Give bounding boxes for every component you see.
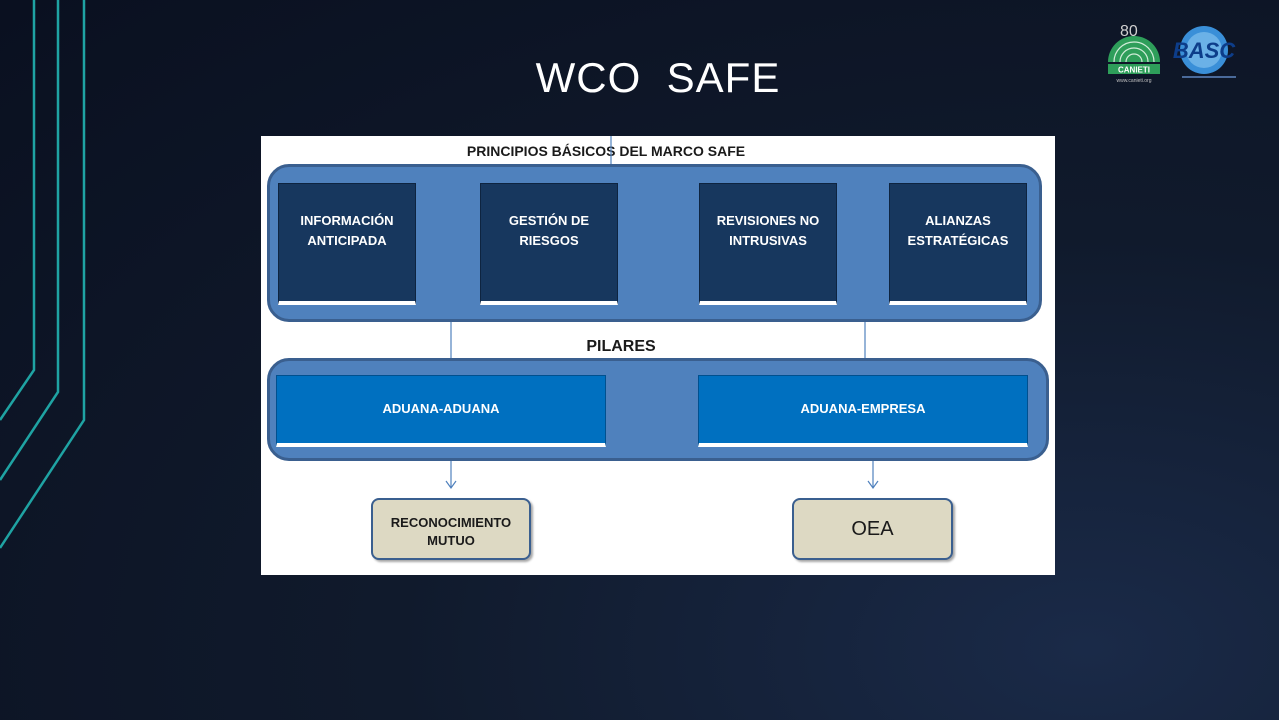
result-line: RECONOCIMIENTO	[390, 515, 512, 530]
slide-title: WCO SAFE	[535, 54, 781, 101]
canieti-url: www.canieti.org	[1116, 78, 1151, 84]
pillars-header: PILARES	[586, 338, 656, 355]
safe-framework-diagram: PRINCIPIOS BÁSICOS DEL MARCO SAFE INFORM…	[261, 136, 1055, 575]
result-box-oea: OEA	[792, 498, 953, 560]
basc-logo: BASC	[1173, 26, 1236, 78]
principle-line: ESTRATÉGICAS	[907, 233, 1009, 248]
basc-text: BASC	[1173, 38, 1236, 63]
canieti-anniversary: 80	[1120, 23, 1138, 40]
principle-box: ALIANZAS ESTRATÉGICAS	[889, 183, 1027, 305]
principle-line: REVISIONES NO	[716, 213, 820, 228]
principle-line: RIESGOS	[519, 233, 579, 248]
principle-line: INTRUSIVAS	[729, 233, 807, 248]
canieti-logo: 80 CANIETI www.canieti.org	[1108, 23, 1160, 84]
principle-line: ANTICIPADA	[307, 233, 387, 248]
principles-header: PRINCIPIOS BÁSICOS DEL MARCO SAFE	[466, 143, 746, 159]
principle-box: INFORMACIÓN ANTICIPADA	[278, 183, 416, 305]
result-box-mutual-recognition: RECONOCIMIENTO MUTUO	[371, 498, 531, 560]
principle-line: INFORMACIÓN	[300, 213, 394, 228]
principle-line: ALIANZAS	[925, 213, 991, 228]
principle-box: GESTIÓN DE RIESGOS	[480, 183, 618, 305]
decorative-lines	[0, 0, 86, 549]
principle-line: GESTIÓN DE	[508, 213, 590, 228]
principle-box: REVISIONES NO INTRUSIVAS	[699, 183, 837, 305]
pillar-box: ADUANA-ADUANA	[276, 375, 606, 447]
canieti-text: CANIETI	[1118, 66, 1150, 75]
pillars-panel: ADUANA-ADUANA ADUANA-EMPRESA	[267, 358, 1049, 461]
pillar-box: ADUANA-EMPRESA	[698, 375, 1028, 447]
principles-panel: INFORMACIÓN ANTICIPADA GESTIÓN DE RIESGO…	[267, 164, 1042, 322]
result-line: MUTUO	[427, 533, 475, 548]
